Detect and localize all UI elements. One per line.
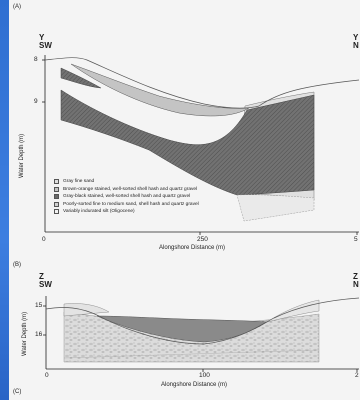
panel-a-strata [44,57,360,222]
panel-b-x-axis-title: Alongshore Distance (m) [161,382,228,388]
b-base-line [63,349,320,359]
cross-section-drawing [42,55,360,372]
panel-a-right-label: Y N [353,34,359,50]
panel-b-right-label: Z N [353,273,359,289]
panel-a-y-tick-9: 9 [34,98,38,105]
seafloor-profile [44,57,360,109]
legend-item: Gray fine sand [54,178,199,186]
panel-a-x-tick-250: 250 [197,236,208,243]
stratum-gray-black [60,89,315,196]
panel-b-left-label-line1: Z [39,272,44,281]
b-stratum-light-cap [63,303,110,317]
figure-page: (A) Y SW Y N 8 9 0 250 5 Alongshore Dist… [9,0,360,400]
panel-a-x-axis-title: Alongshore Distance (m) [159,245,226,251]
legend-item: Poorly-sorted fine to medium sand, shell… [54,201,199,209]
panel-b-right-label-line2: N [353,280,359,289]
panel-c-letter: (C) [13,389,22,395]
legend-swatch-silt [54,209,59,215]
panel-b-x-tick-0: 0 [45,372,49,379]
legend-swatch-poorly-sorted [54,201,59,207]
panel-a-legend: Gray fine sand Brown-orange stained, wel… [54,178,199,216]
panel-b-y-tick-16: 16 [35,331,43,338]
b-stratum-right-light [266,299,320,323]
panel-b-right-label-line1: Z [353,272,358,281]
legend-swatch-gray-black [54,194,59,200]
legend-swatch-gray-fine-sand [54,179,59,185]
legend-item: Variably indurated silt (Oligocene) [54,208,199,216]
stratum-gray-black-upper [60,67,102,89]
panel-b-axes [43,296,359,372]
panel-b-strata [45,297,360,363]
panel-a-x-tick-0: 0 [42,236,46,243]
panel-b-x-tick-100: 100 [199,372,210,379]
panel-b-x-tick-right: 2 [355,372,359,379]
panel-b-y-tick-15: 15 [35,302,43,309]
panel-a-right-label-line2: N [353,41,359,50]
legend-label: Gray fine sand [63,179,95,185]
left-edge-band [0,0,9,400]
panel-b-left-label-line2: SW [39,280,52,289]
panel-a-left-label: Y SW [39,34,52,50]
legend-label: Poorly-sorted fine to medium sand, shell… [63,201,199,207]
panel-a-letter: (A) [13,4,21,10]
legend-item: Brown-orange stained, well-sorted shell … [54,186,199,194]
panel-a-axes [42,55,359,235]
panel-a-x-tick-right: 5 [354,236,358,243]
legend-label: Variably indurated silt (Oligocene) [63,209,135,215]
panel-a-y-tick-8: 8 [34,56,38,63]
panel-a-left-label-line2: SW [39,41,52,50]
legend-swatch-brown-orange [54,186,59,192]
panel-a-left-label-line1: Y [39,33,45,42]
legend-label: Gray-black stained, well-sorted shell ha… [63,194,191,200]
b-seafloor-profile [45,297,360,345]
stratum-brown-orange [70,63,250,117]
panel-b-left-label: Z SW [39,273,52,289]
legend-item: Gray-black stained, well-sorted shell ha… [54,193,199,201]
panel-a-right-label-line1: Y [353,33,359,42]
panel-b-letter: (B) [13,262,21,268]
legend-label: Brown-orange stained, well-sorted shell … [63,186,198,192]
stratum-poorly-sorted-bottom [236,194,315,222]
